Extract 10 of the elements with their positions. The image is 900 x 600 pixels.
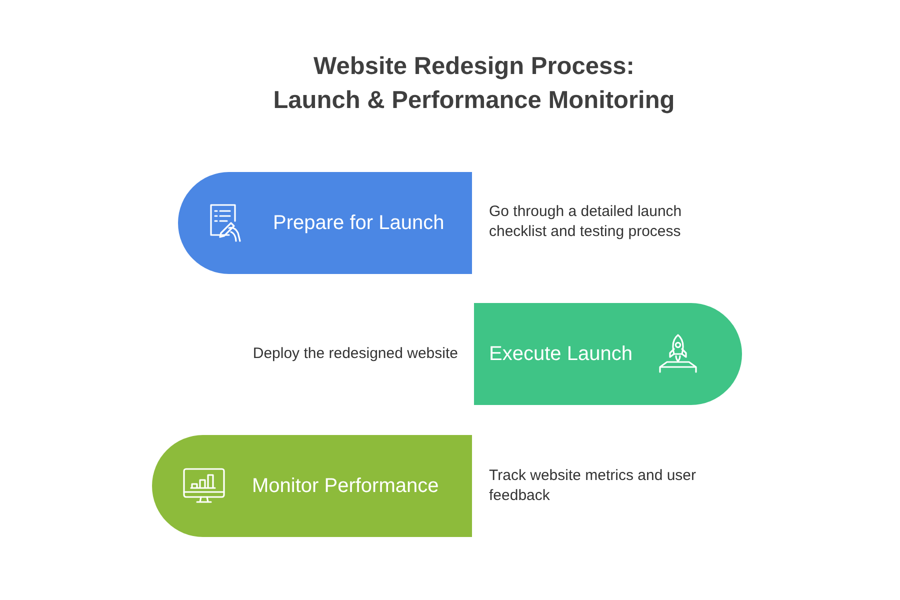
step-pill xyxy=(474,303,742,405)
diagram-title: Website Redesign Process: Launch & Performance Monitoring xyxy=(272,52,676,116)
step-description: Go through a detailed launch checklist and testing process xyxy=(489,202,683,242)
step-title: Prepare for Launch xyxy=(273,211,444,236)
step-title: Execute Launch xyxy=(489,342,632,367)
step-title: Monitor Performance xyxy=(252,474,439,499)
step-pill xyxy=(178,172,472,274)
step-description: Track website metrics and user feedback xyxy=(489,466,698,506)
step-pill xyxy=(152,435,472,537)
step-description: Deploy the redesigned website xyxy=(252,344,458,364)
